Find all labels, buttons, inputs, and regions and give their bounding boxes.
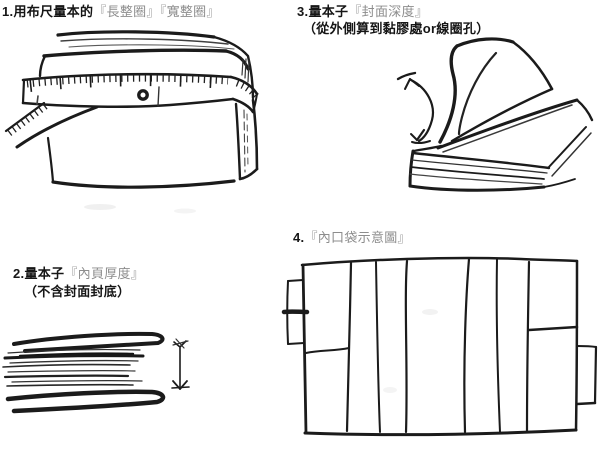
step3-label: 3.量本子 xyxy=(297,4,349,19)
sketch-cover-depth xyxy=(396,37,594,192)
step2-term-inner-page-thickness: 『內頁厚度』 xyxy=(64,266,145,281)
sketch-page-stack-thickness xyxy=(2,331,190,414)
step1-label: 1.用布尺量本的 xyxy=(2,4,94,19)
step3-note-text: （從外側算到黏膠處or線圈孔） xyxy=(303,21,490,36)
step1-term-width-around: 『寬整圈』 xyxy=(159,4,220,19)
step2-label: 2.量本子 xyxy=(13,266,65,281)
step1-term-length-around: 『長整圈』 xyxy=(93,4,160,19)
step2-caption: 2.量本子『內頁厚度』 xyxy=(13,266,144,282)
step2-note-text: （不含封面封底） xyxy=(24,284,131,299)
step3-note: （從外側算到黏膠處or線圈孔） xyxy=(303,21,490,37)
step1-caption: 1.用布尺量本的『長整圈』『寬整圈』 xyxy=(2,4,220,20)
step2-note: （不含封面封底） xyxy=(24,284,130,300)
step4-term-inner-pocket-diagram: 『內口袋示意圖』 xyxy=(304,230,411,245)
sketch-pocket-layout xyxy=(281,256,598,437)
sketch-book-with-tape-measure xyxy=(4,30,259,214)
step3-term-cover-depth: 『封面深度』 xyxy=(348,4,429,19)
step4-caption: 4.『內口袋示意圖』 xyxy=(293,230,411,246)
step3-caption: 3.量本子『封面深度』 xyxy=(297,4,428,20)
step4-label: 4. xyxy=(293,230,305,245)
